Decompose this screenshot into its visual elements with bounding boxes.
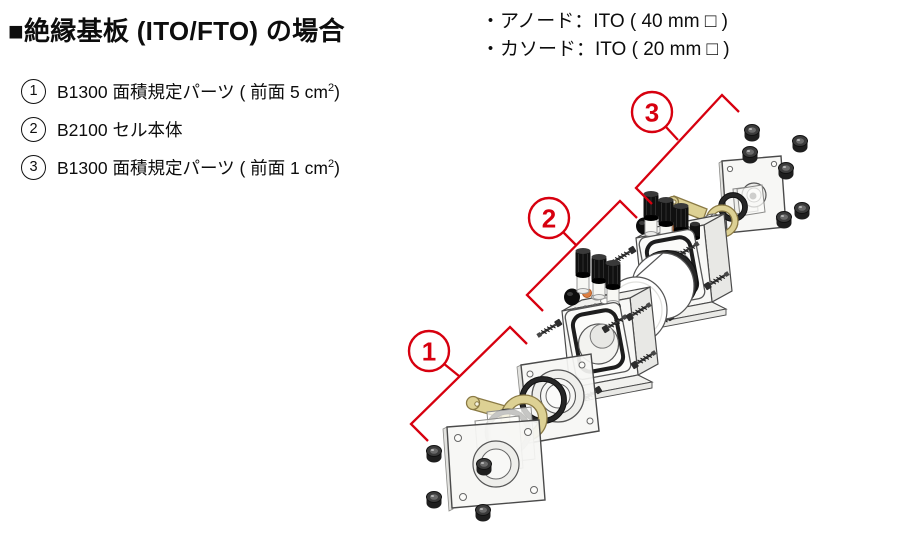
electrode-notes: ・アノード：ITO ( 40 mm □ ) ・カソード：ITO ( 20 mm … <box>481 8 730 64</box>
vial-cap <box>658 196 674 228</box>
item-number-badge: 1 <box>21 78 46 104</box>
page-title: ■絶縁基板 (ITO/FTO) の場合 <box>8 16 345 46</box>
cathode-note: ・カソード：ITO ( 20 mm □ ) <box>481 39 730 60</box>
cap-nut <box>742 146 758 164</box>
callout-number: 2 <box>542 203 556 233</box>
callout-number: 3 <box>645 97 659 127</box>
cap-nut <box>744 124 760 142</box>
cap-nut <box>792 135 808 153</box>
vial-cap <box>591 253 607 285</box>
cell-body-anode-half <box>534 247 659 408</box>
list-item: 1 B1300 面積規定パーツ ( 前面 5 cm2) <box>21 72 340 110</box>
cap-nut <box>794 202 810 220</box>
cap-nut <box>475 504 491 522</box>
cap-nut <box>776 211 792 229</box>
cap-nut <box>476 458 492 476</box>
list-item: 3 B1300 面積規定パーツ ( 前面 1 cm2) <box>21 148 340 186</box>
list-item: 2 B2100 セル本体 <box>21 110 340 148</box>
cap-nut <box>426 445 442 463</box>
callout-number: 1 <box>422 336 436 366</box>
vial-cap <box>643 190 659 222</box>
item-label: B1300 面積規定パーツ ( 前面 1 cm2) <box>57 157 340 178</box>
item-number-badge: 2 <box>21 116 46 142</box>
callout-2: 2 <box>525 196 638 312</box>
vial-cap <box>673 202 689 234</box>
clamp-bolt <box>534 317 564 341</box>
endplate-anode <box>442 419 546 512</box>
vial-cap <box>605 259 621 291</box>
item-label: B2100 セル本体 <box>57 119 183 140</box>
callout-3: 3 <box>630 90 740 205</box>
anode-note: ・アノード：ITO ( 40 mm □ ) <box>481 11 728 32</box>
cap-nut <box>778 162 794 180</box>
parts-list: 1 B1300 面積規定パーツ ( 前面 5 cm2) 2 B2100 セル本体… <box>21 72 340 186</box>
callout-1: 1 <box>407 325 528 442</box>
item-label: B1300 面積規定パーツ ( 前面 5 cm2) <box>57 81 340 102</box>
cap-nut <box>426 491 442 509</box>
vial-cap <box>575 247 591 279</box>
item-number-badge: 3 <box>21 154 46 180</box>
